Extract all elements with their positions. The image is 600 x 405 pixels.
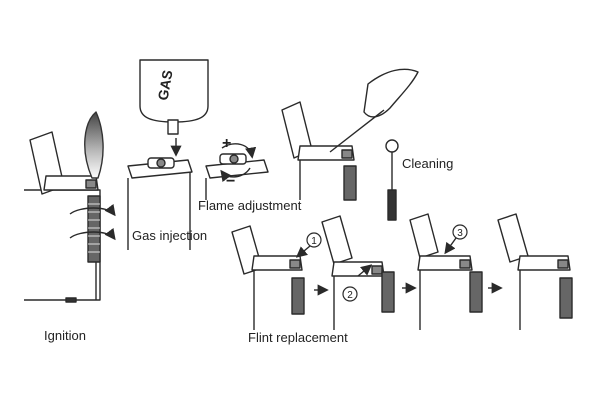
label-flame-adjustment: Flame adjustment — [198, 198, 302, 213]
flame-adjustment-figure — [205, 143, 269, 200]
flame-minus-sign: − — [226, 173, 235, 190]
flint-lighter-4 — [497, 213, 573, 330]
cleaning-figure — [281, 68, 419, 221]
flint-lighter-1 — [231, 225, 311, 330]
step-number-3: 3 — [457, 228, 463, 239]
flint-lighter-3 — [409, 213, 483, 330]
step-number-2: 2 — [347, 290, 353, 301]
step-marker-1: 1 — [306, 232, 322, 248]
flame-plus-sign: + — [222, 135, 231, 152]
label-flint-replacement: Flint replacement — [248, 330, 348, 345]
ignition-lighter — [24, 111, 116, 303]
label-gas-injection: Gas injection — [132, 228, 208, 243]
label-ignition: Ignition — [44, 328, 86, 343]
step-marker-2: 2 — [342, 286, 358, 302]
ignition-wheel — [87, 195, 101, 263]
rotation-arrow-upper — [69, 203, 116, 217]
step-number-1: 1 — [311, 236, 317, 247]
label-cleaning: Cleaning — [402, 156, 454, 171]
gas-can — [139, 59, 209, 123]
hand-shape — [363, 68, 419, 118]
gas-can-text: GAS — [155, 69, 176, 102]
cleaning-brush — [329, 109, 385, 153]
flame-shape — [84, 111, 104, 179]
rotation-arrow-lower — [69, 227, 116, 241]
step-marker-3: 3 — [452, 224, 468, 240]
brush-head — [385, 139, 399, 153]
flint-lighter-2 — [321, 215, 395, 330]
gas-injection-figure — [127, 59, 209, 250]
